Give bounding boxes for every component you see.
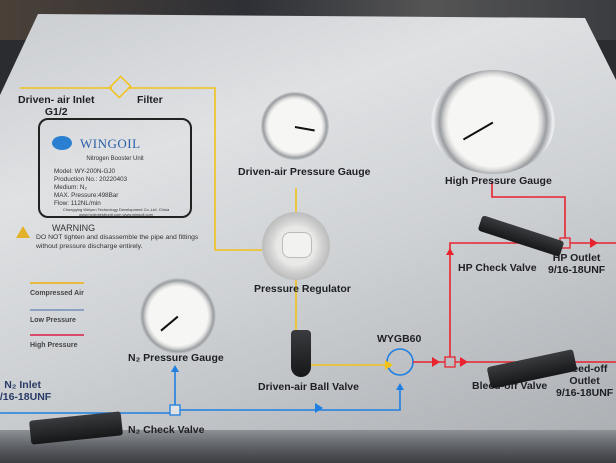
plate-company: Chongqing Weiyun Technology Development …: [62, 207, 170, 212]
n2-gauge-label: N₂ Pressure Gauge: [128, 352, 224, 364]
plate-subtitle: Nitrogen Booster Unit: [86, 156, 144, 162]
high-pressure-gauge-label: High Pressure Gauge: [445, 175, 552, 187]
filter-symbol: [108, 75, 132, 99]
legend-compressed-air: Compressed Air: [30, 282, 84, 297]
driven-air-gauge-label: Driven-air Pressure Gauge: [238, 166, 371, 178]
flow-arrow: [396, 383, 404, 390]
driven-air-pressure-gauge: [261, 92, 329, 160]
n2-check-valve-label: N₂ Check Valve: [128, 424, 205, 436]
warning-title: WARNING: [52, 223, 96, 233]
compressed-air-line-2: [295, 188, 385, 366]
booster-symbol: [386, 348, 414, 376]
tee-fitting-high: [444, 356, 456, 368]
n2-inlet-label: N₂ Inlet9/16-18UNF: [0, 379, 52, 403]
flow-arrow: [315, 403, 323, 413]
brand-name: WINGOIL: [80, 136, 141, 151]
high-pressure-gauge: [431, 70, 555, 174]
pressure-regulator-knob[interactable]: [262, 212, 330, 280]
plate-flow: Flow: 112NL/min: [54, 200, 101, 207]
hp-check-valve-label: HP Check Valve: [458, 262, 537, 274]
flow-arrow: [432, 357, 440, 367]
flow-arrow: [171, 365, 179, 372]
flow-arrow: [446, 248, 454, 255]
wygb60-label: WYGB60: [377, 333, 422, 345]
flow-arrow: [590, 238, 598, 248]
warning-block: WARNING DO NOT tighten and disassemble t…: [36, 224, 206, 251]
nameplate: WINGOIL Nitrogen Booster Unit Model: WY-…: [38, 118, 192, 218]
compressed-air-line: [20, 87, 262, 251]
plate-websites: www.hydrotestrunit.com www.wingoil.com: [78, 212, 154, 217]
low-pressure-line: [0, 388, 401, 414]
legend-low-pressure: Low Pressure: [30, 309, 84, 324]
plate-model: Model: WY-200N-GJ0: [54, 168, 116, 175]
driven-air-ball-valve-label: Driven-air Ball Valve: [258, 381, 359, 393]
flow-arrow: [385, 360, 393, 370]
plate-max-pressure: MAX. Pressure:498Bar: [54, 192, 119, 199]
pressure-regulator-label: Pressure Regulator: [254, 283, 351, 295]
wingoil-logo: [52, 136, 72, 150]
plate-production: Production No.: 20220403: [54, 176, 128, 183]
plate-medium: Medium: N₂: [54, 184, 87, 191]
warning-icon: [16, 226, 30, 238]
driven-air-ball-valve-handle[interactable]: [291, 330, 311, 377]
tee-fitting-low: [169, 404, 181, 416]
filter-label: Filter: [137, 94, 163, 106]
n2-pressure-gauge: [140, 278, 216, 354]
legend-high-pressure: High Pressure: [30, 334, 84, 349]
flow-arrow: [460, 357, 468, 367]
warning-text: DO NOT tighten and disassemble the pipe …: [36, 234, 199, 250]
